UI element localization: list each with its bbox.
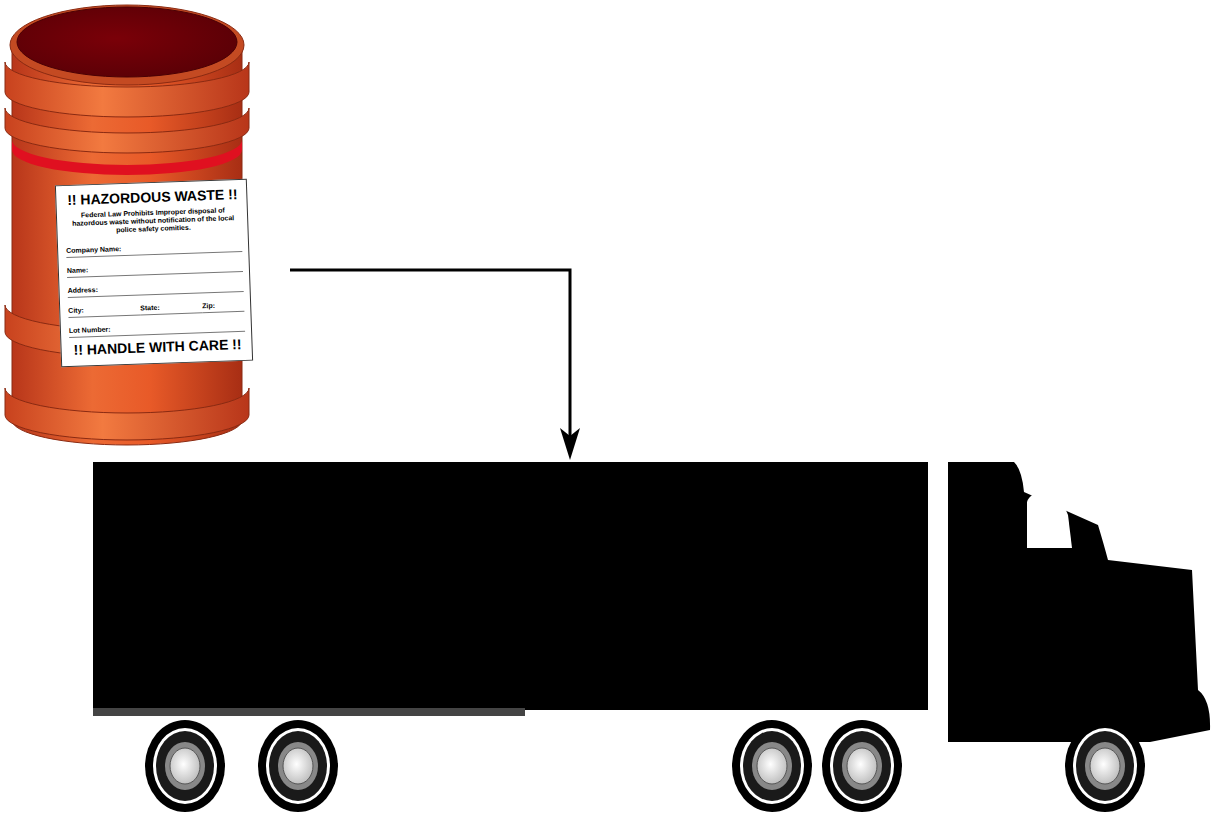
form-field: Lot Number: bbox=[69, 320, 245, 338]
truck-wheel bbox=[822, 720, 902, 812]
truck-wheel bbox=[1065, 720, 1145, 812]
truck-wheels bbox=[145, 720, 1145, 812]
waste-drum bbox=[5, 5, 249, 445]
warning-heading: !! HAZORDOUS WASTE !! bbox=[56, 186, 248, 209]
form-field: State: bbox=[140, 301, 202, 315]
form-field: Name: bbox=[67, 260, 243, 278]
truck-silhouette bbox=[93, 462, 1210, 742]
truck-wheel bbox=[258, 720, 338, 812]
warning-note: Federal Law Prohibits Improper disposal … bbox=[69, 206, 238, 236]
form-field: Address: bbox=[67, 280, 243, 298]
warning-heading: !! HANDLE WITH CARE !! bbox=[61, 336, 253, 359]
truck-wheel bbox=[145, 720, 225, 812]
form-field: Zip: bbox=[202, 300, 244, 313]
truck-wheel bbox=[732, 720, 812, 812]
form-field: City: bbox=[68, 304, 140, 319]
flow-arrow bbox=[290, 270, 580, 460]
hazard-label: !! HAZORDOUS WASTE !!Federal Law Prohibi… bbox=[55, 179, 253, 368]
form-field: Company Name: bbox=[66, 240, 242, 258]
